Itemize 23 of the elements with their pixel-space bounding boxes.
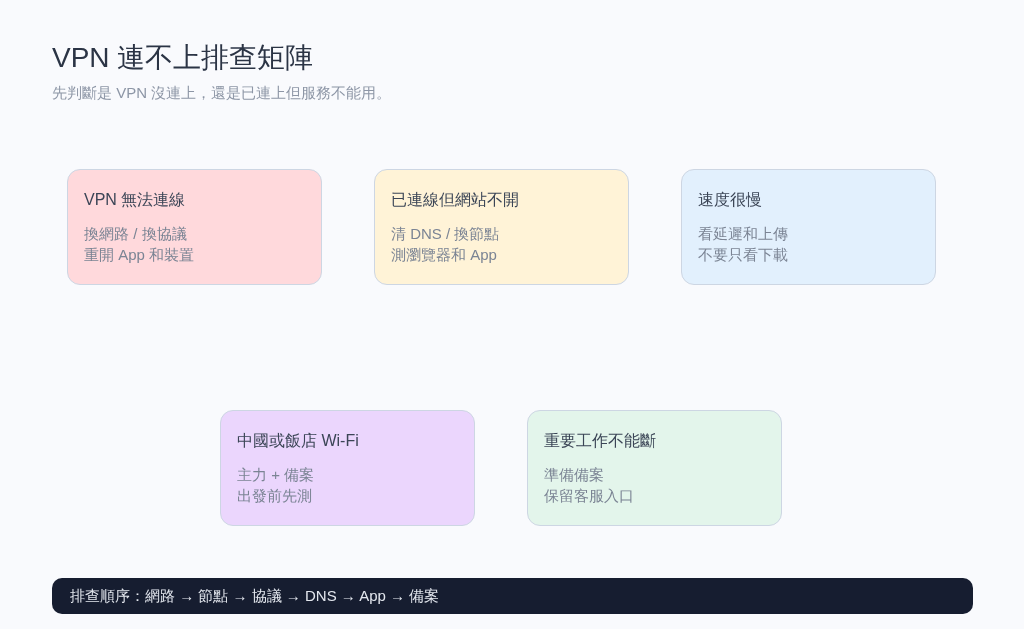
card-heading: 重要工作不能斷 [544,431,656,451]
card [220,410,475,526]
card-text: 保留客服入口 [544,486,634,506]
card-text: 清 DNS / 換節點 [391,224,500,244]
summary-bar: 排查順序：網路 → 節點 → 協議 → DNS → App → 備案 [52,578,973,614]
subtitle: 先判斷是 VPN 沒連上，還是已連上但服務不能用。 [52,83,392,103]
card-heading: 已連線但網站不開 [391,190,519,210]
card [527,410,782,526]
card-heading: VPN 無法連線 [84,190,186,210]
card-text: 出發前先測 [237,486,312,506]
card-heading: 速度很慢 [698,190,762,210]
card-text: 換網路 / 換協議 [84,224,187,244]
card-heading: 中國或飯店 Wi-Fi [237,431,359,451]
title: VPN 連不上排查矩陣 [52,41,314,75]
card [67,169,322,285]
card [374,169,629,285]
card-text: 主力 + 備案 [237,465,315,485]
card [681,169,936,285]
card-text: 準備備案 [544,465,604,485]
card-text: 不要只看下載 [698,245,788,265]
card-text: 重開 App 和裝置 [84,245,195,265]
card-text: 看延遲和上傳 [698,224,788,244]
card-text: 測瀏覽器和 App [391,245,497,265]
